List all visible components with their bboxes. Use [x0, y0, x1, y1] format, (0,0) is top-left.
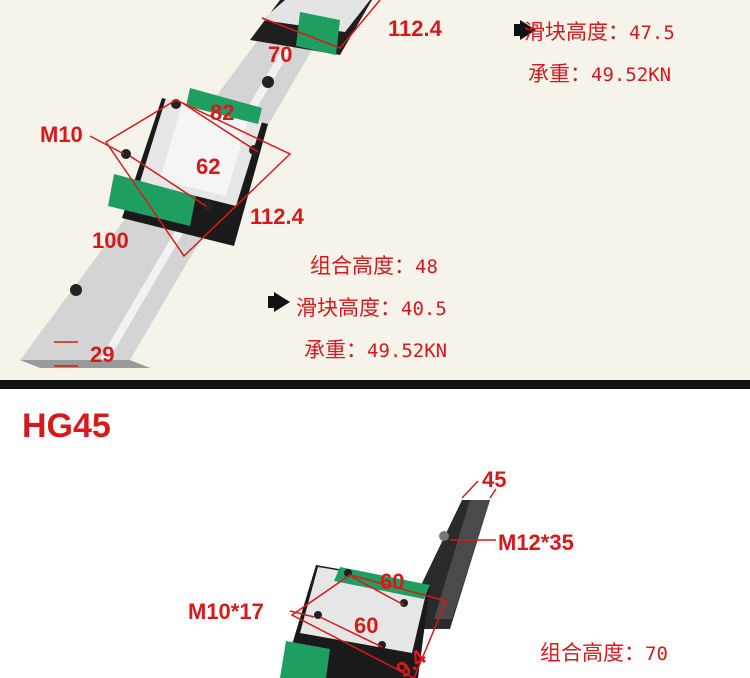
block-seal-front: [280, 641, 330, 678]
rail-width-dim: [461, 480, 479, 499]
rail-width-dim: [489, 488, 497, 499]
bolt-size-label: M10: [40, 122, 83, 147]
combined-height: 组合高度：70: [540, 637, 668, 667]
section-divider: [0, 380, 750, 389]
block-hole: [400, 599, 408, 607]
load-value: 49.52KN: [367, 340, 448, 362]
rail-side: [20, 360, 150, 368]
top-block-width-label: 70: [268, 42, 293, 67]
combined-height-label: 组合高度：: [310, 254, 415, 278]
rail-hole: [262, 76, 274, 88]
top-load: 承重：49.52KN: [528, 58, 671, 88]
hole-spacing-long-label: 60: [380, 569, 405, 594]
hole-spacing-long-label: 82: [210, 100, 235, 125]
top-slider-height: 滑块高度：47.5: [524, 16, 675, 46]
hg35-rail-illustration: [20, 0, 381, 368]
block-hole: [378, 641, 386, 649]
rail-top-face: [434, 500, 490, 619]
bolt-size-label: M10*17: [188, 599, 264, 624]
slider-height: 滑块高度：40.5: [296, 292, 447, 322]
block-seal-front: [108, 174, 196, 226]
hole-spacing-short-label: 62: [196, 154, 221, 179]
m10-leader: [89, 135, 125, 155]
dim-line-60-short: [319, 616, 383, 648]
hg35-panel: 112.4 70 滑块高度：47.5 承重：49.52KN 82 62 M10 …: [0, 0, 750, 380]
slider-height-value: 40.5: [401, 298, 447, 320]
rail-hole: [439, 531, 449, 541]
top-block-length-label: 112.4: [388, 16, 442, 41]
block-hole: [121, 149, 131, 159]
load: 承重：49.52KN: [304, 334, 447, 364]
top-load-label: 承重：: [528, 62, 591, 86]
block-seal-back: [186, 88, 262, 124]
rail-bolt-label: M12*35: [498, 530, 574, 555]
top-slider-height-label: 滑块高度：: [524, 20, 629, 44]
block-plate-shine: [160, 104, 248, 196]
model-title: HG45: [22, 407, 111, 445]
dim-line-60-long: [351, 576, 405, 606]
dim-line-82: [183, 103, 259, 153]
hg45-panel: HG45 45 M12*35 60 60 M10*17 9.4 组合高度：70: [0, 389, 750, 678]
block-length-label: 112.4: [250, 204, 304, 229]
dim-line-62: [129, 155, 207, 207]
load-label: 承重：: [304, 338, 367, 362]
rail-hole: [70, 284, 82, 296]
block-outline-dim: [290, 574, 448, 678]
top-load-value: 49.52KN: [591, 64, 672, 86]
arrow-right-icon: [514, 20, 536, 40]
block-outline-dim: [104, 99, 292, 258]
hg45-rail-illustration: [280, 480, 497, 678]
rail-width-label: 45: [482, 467, 507, 492]
hole-spacing-short-label: 60: [354, 613, 379, 638]
combined-height-label: 组合高度：: [540, 641, 645, 665]
block-hole: [203, 201, 213, 211]
top-block-outline: [261, 0, 381, 49]
arrow-right-icon: [268, 292, 290, 312]
combined-height: 组合高度：48: [310, 250, 438, 280]
combined-height-value: 48: [415, 256, 438, 278]
combined-height-value: 70: [645, 643, 668, 665]
slider-height-label: 滑块高度：: [296, 296, 401, 320]
bolt-leader: [289, 610, 315, 618]
top-slider-height-value: 47.5: [629, 22, 675, 44]
block-width-label: 100: [92, 228, 129, 253]
rail-width-label: 29: [90, 342, 115, 367]
